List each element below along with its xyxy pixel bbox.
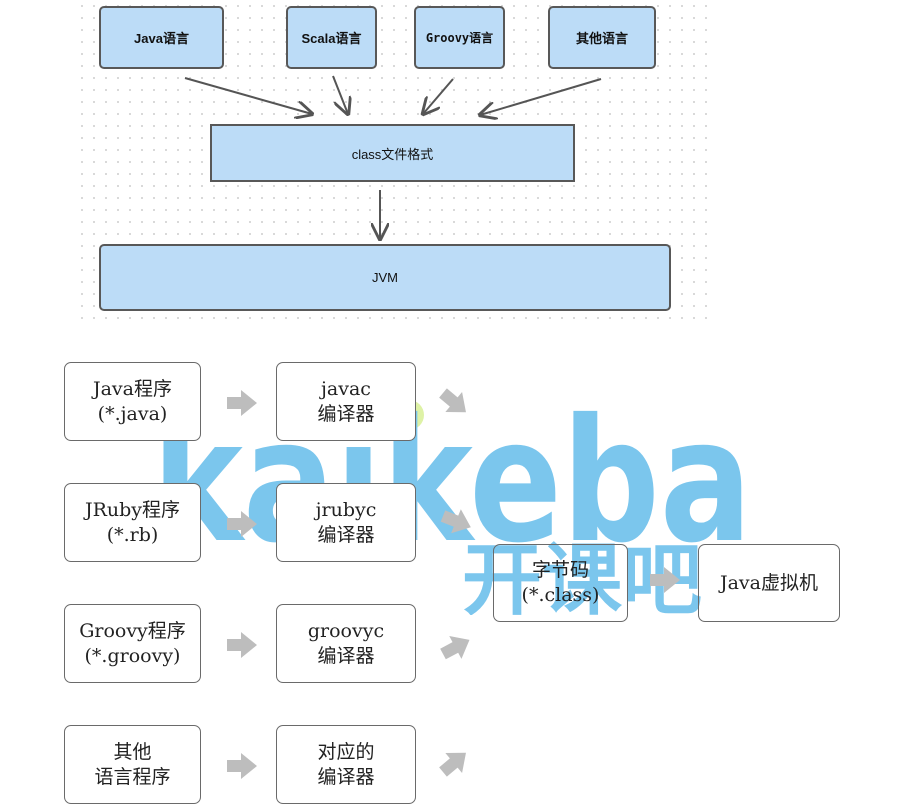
groovyc-compiler-box: groovyc 编译器 [276,604,416,683]
other-compiler-line1: 对应的 [317,740,375,763]
java-program-line2: (*.java) [97,402,168,425]
other-compiler-box: 对应的 编译器 [276,725,416,804]
arrow-java-to-class [184,77,312,114]
javac-compiler-line1: javac [321,377,371,400]
jruby-program-line1: JRuby程序 [84,498,181,521]
other-program-box: 其他 语言程序 [64,725,201,804]
jvm-label: JVM [372,270,398,285]
other-program-line1: 其他 [113,740,152,763]
jrubyc-compiler-box: jrubyc 编译器 [276,483,416,562]
arrow-scala-to-class [332,75,348,114]
bytecode-line1: 字节码 [531,559,589,581]
java-vm-box: Java虚拟机 [698,544,840,622]
bytecode-line2: (*.class) [521,584,600,606]
other-program-line2: 语言程序 [94,765,171,788]
class-file-format-label: class文件格式 [351,146,434,162]
arrow-bytecode-to-jvm [650,567,680,593]
groovy-program-line1: Groovy程序 [79,619,186,642]
groovyc-compiler-line2: 编译器 [317,644,375,667]
jruby-program-box: JRuby程序 (*.rb) [64,483,201,562]
groovy-language-box: Groovy语言 [414,6,505,69]
jrubyc-compiler-line1: jrubyc [315,498,377,521]
groovyc-compiler-line1: groovyc [307,619,385,642]
java-language-box: Java语言 [99,6,224,69]
arrow-jruby-to-jrubyc [227,511,257,537]
jrubyc-compiler-line2: 编译器 [317,523,375,546]
arrow-other-to-class [480,78,602,115]
arrow-groovyc-to-bytecode [436,628,476,666]
arrow-groovy-to-class [423,78,454,114]
jruby-program-line2: (*.rb) [106,523,159,546]
java-program-line1: Java程序 [92,377,172,400]
class-file-format-box: class文件格式 [210,124,575,182]
groovy-program-line2: (*.groovy) [84,644,181,667]
other-language-box: 其他语言 [548,6,656,69]
arrow-jrubyc-to-bytecode [438,503,476,540]
other-compiler-line2: 编译器 [317,765,375,788]
scala-language-label: Scala语言 [301,31,362,46]
groovy-language-label: Groovy语言 [425,31,494,45]
arrow-groovy-to-groovyc [227,632,257,658]
java-program-box: Java程序 (*.java) [64,362,201,441]
java-vm-label: Java虚拟机 [719,571,818,594]
scala-language-box: Scala语言 [286,6,377,69]
javac-compiler-box: javac 编译器 [276,362,416,441]
jvm-box: JVM [99,244,671,311]
javac-compiler-line2: 编译器 [317,402,375,425]
bytecode-box: 字节码 (*.class) [493,544,628,622]
arrow-java-to-javac [227,390,257,416]
groovy-program-box: Groovy程序 (*.groovy) [64,604,201,683]
arrow-other-to-compiler [227,753,257,779]
other-language-label: 其他语言 [575,31,628,46]
arrow-javac-to-bytecode [434,383,475,423]
arrow-othercompiler-to-bytecode [434,742,475,782]
java-language-label: Java语言 [134,31,189,46]
top-arrows [184,75,602,330]
